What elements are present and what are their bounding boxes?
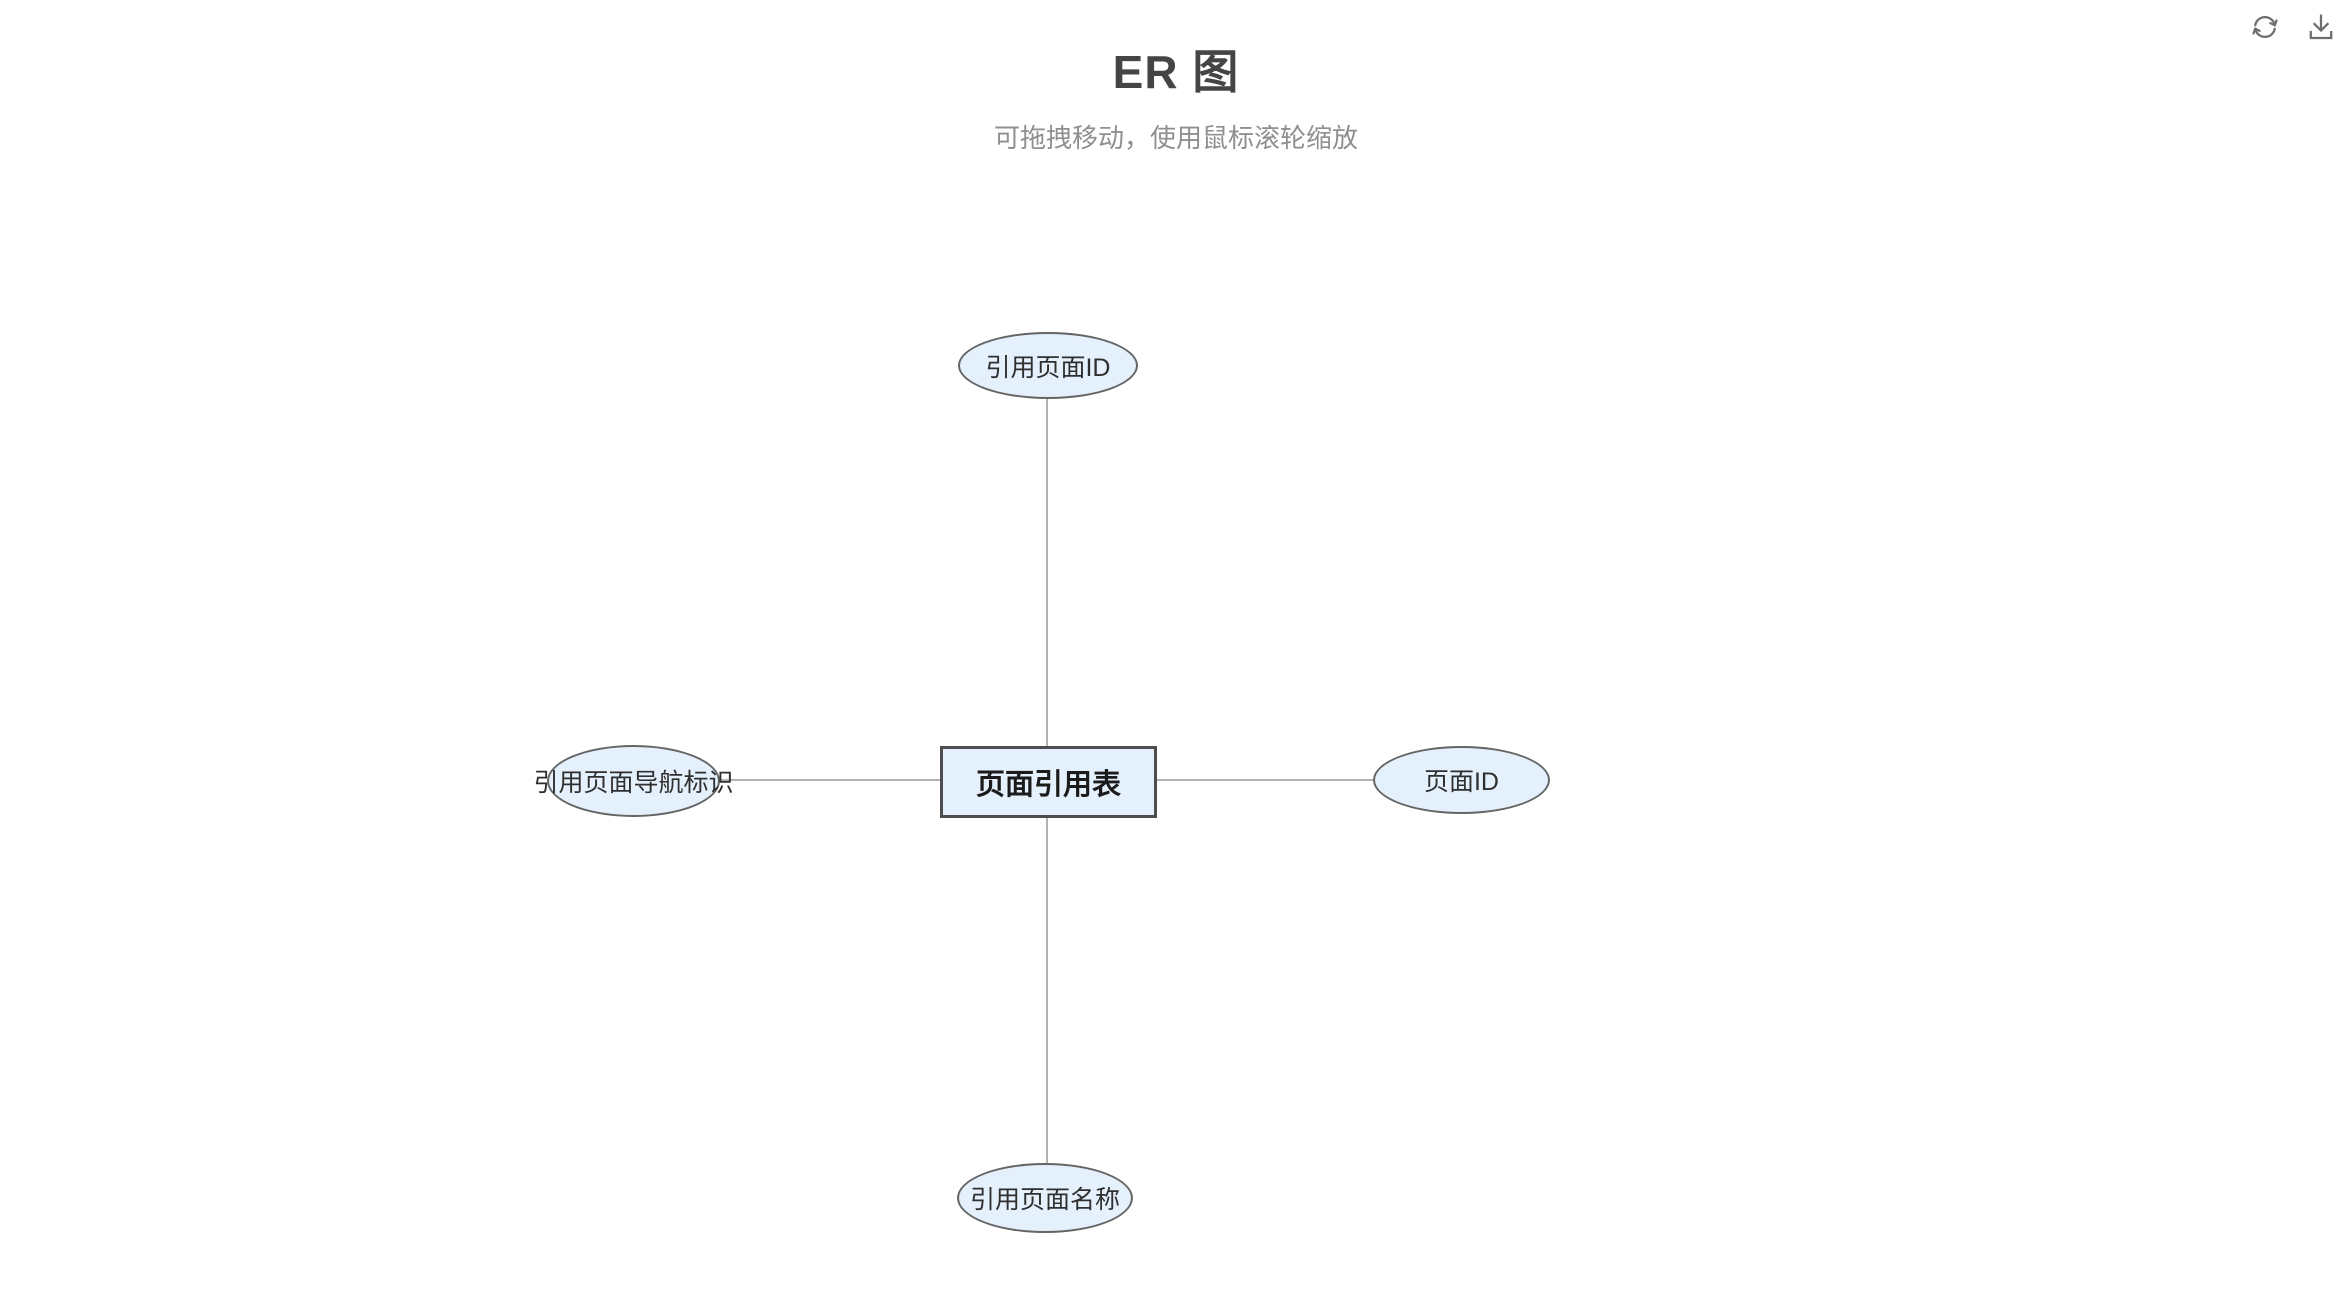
download-icon [2309,14,2333,40]
connector-entity-right [1157,779,1373,781]
attribute-node-bottom[interactable]: 引用页面名称 [957,1163,1133,1233]
connector-entity-bottom [1046,818,1048,1163]
page-title: ER 图 [1112,46,1240,98]
attribute-node-top[interactable]: 引用页面ID [958,332,1138,399]
download-button[interactable] [2304,10,2338,44]
toolbar [2248,10,2338,44]
connector-entity-left [719,779,940,781]
header: ER 图 可拖拽移动，使用鼠标滚轮缩放 [0,0,2352,155]
attribute-label: 页面ID [1423,768,1499,796]
entity-node[interactable]: 页面引用表 [940,746,1157,818]
page-subtitle: 可拖拽移动，使用鼠标滚轮缩放 [993,123,1358,153]
attribute-label: 引用页面名称 [969,1186,1120,1214]
connector-entity-top [1046,399,1048,746]
attribute-node-right[interactable]: 页面ID [1373,746,1550,814]
refresh-icon [2252,16,2278,38]
attribute-node-left[interactable]: 引用页面导航标识 [534,745,734,817]
entity-label: 页面引用表 [975,769,1121,801]
attribute-label: 引用页面导航标识 [533,769,734,797]
refresh-button[interactable] [2248,10,2282,44]
attribute-label: 引用页面ID [985,353,1111,382]
